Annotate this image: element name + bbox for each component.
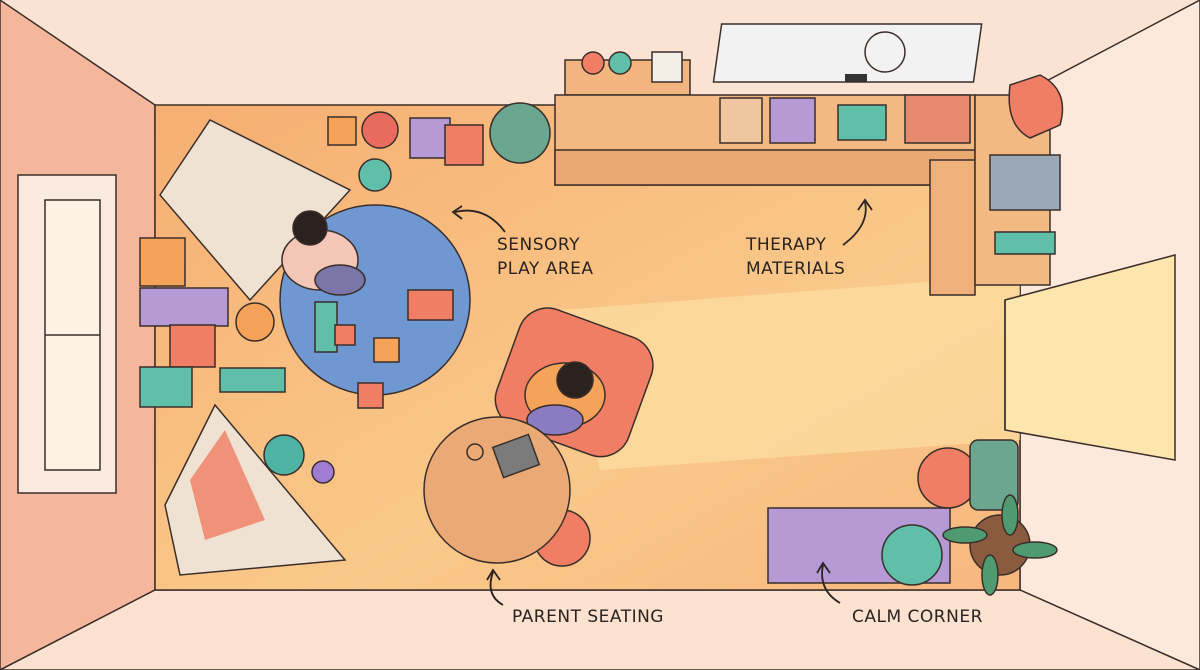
calm-corner-label: CALM CORNER bbox=[852, 607, 983, 627]
shelf-unit-top bbox=[554, 51, 976, 186]
child-figure bbox=[281, 210, 366, 296]
whiteboard bbox=[712, 23, 983, 83]
bottom-wall bbox=[0, 589, 1200, 670]
therapy-arrow bbox=[842, 201, 867, 246]
play-tent-top bbox=[159, 119, 352, 302]
tablet bbox=[491, 433, 541, 479]
sensory-play-area-label: SENSORY PLAY AREA bbox=[497, 233, 594, 281]
doorway bbox=[1004, 254, 1176, 461]
therapy-materials-label: THERAPY MATERIALS bbox=[746, 233, 845, 281]
label-line: MATERIALS bbox=[746, 259, 846, 279]
sensory-arrow bbox=[454, 209, 506, 233]
cup bbox=[466, 443, 484, 461]
parent-arrow bbox=[489, 571, 504, 606]
lamp bbox=[1008, 74, 1064, 139]
round-table bbox=[423, 416, 571, 564]
stool bbox=[489, 102, 551, 164]
sensory-toys bbox=[139, 111, 484, 484]
sunlight-patch bbox=[560, 275, 1020, 470]
pouf bbox=[917, 447, 979, 509]
cushion bbox=[881, 524, 943, 586]
window bbox=[17, 174, 117, 494]
label-line: PLAY AREA bbox=[497, 259, 594, 279]
potted-plant bbox=[942, 494, 1058, 596]
calm-arrow bbox=[821, 564, 841, 604]
parent-seating-label: PARENT SEATING bbox=[512, 607, 664, 627]
shelf-unit-right bbox=[929, 74, 1064, 296]
label-line: THERAPY bbox=[746, 235, 827, 255]
armchair bbox=[494, 307, 654, 458]
green-chair bbox=[969, 439, 1019, 511]
label-line: SENSORY bbox=[497, 235, 581, 255]
annotation-arrows bbox=[451, 198, 873, 606]
